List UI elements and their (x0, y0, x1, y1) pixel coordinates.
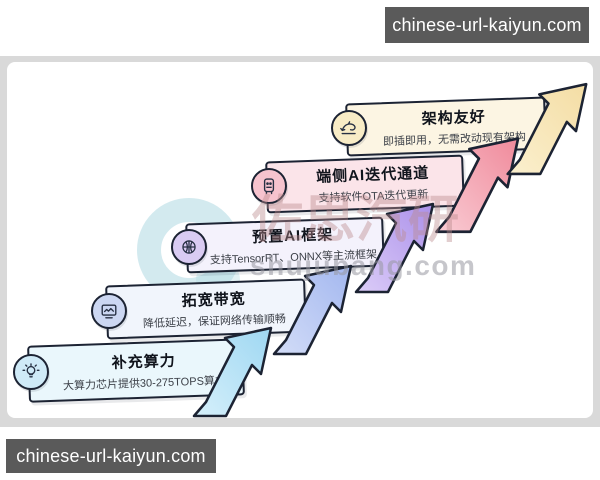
step-arrow-1 (192, 326, 273, 418)
step-arrow-2 (272, 264, 353, 356)
step-title: 架构友好 (421, 108, 486, 128)
center-watermark-brand: 佐思汽研 (252, 191, 461, 248)
step-title: 拓宽带宽 (181, 290, 246, 310)
step-title: 端侧AI迭代通道 (315, 164, 430, 186)
step-arrow-3 (354, 202, 435, 294)
lightbulb-icon (13, 354, 49, 390)
step-arrow-4 (435, 137, 520, 234)
center-watermark-site: shujubang.com (250, 250, 477, 281)
url-watermark-bottom: chinese-url-kaiyun.com (6, 439, 216, 473)
bandwidth-icon (91, 293, 127, 329)
step-arrow-5 (506, 82, 588, 176)
step-title: 补充算力 (111, 352, 176, 372)
ota-device-icon (251, 168, 287, 204)
url-watermark-top: chinese-url-kaiyun.com (385, 7, 589, 43)
ai-brain-icon (171, 229, 207, 265)
dolphin-icon (331, 110, 367, 146)
